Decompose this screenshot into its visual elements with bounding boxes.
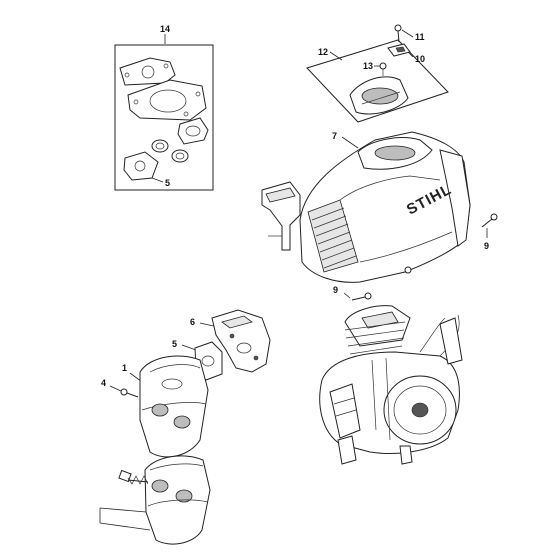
callout-9-mid[interactable]: 9 [333,285,338,295]
leader-4 [109,385,122,392]
shroud-right-flap [439,149,471,247]
seal-rings [151,139,189,163]
bolt-spring [118,469,149,485]
leader-5-kit [151,177,164,183]
callout-10[interactable]: 10 [415,54,425,64]
callout-5-kit[interactable]: 5 [165,178,170,188]
callout-4[interactable]: 4 [101,378,106,388]
engine-block [319,305,463,465]
callout-13[interactable]: 13 [363,61,373,71]
muffler-outlet [151,403,169,417]
screw-9-right [481,213,498,228]
callout-9-right[interactable]: 9 [484,241,489,251]
shroud-clip [261,181,301,251]
muffler [139,355,209,458]
leader-7 [341,136,359,149]
shroud-screw-hole [404,266,412,274]
callout-1[interactable]: 1 [122,363,127,373]
leader-10 [407,51,414,58]
callout-5[interactable]: 5 [172,339,177,349]
callout-7[interactable]: 7 [332,131,337,141]
shroud-group: 7 STIHL [299,131,471,283]
screw-11 [394,24,402,43]
leader-11 [401,29,414,38]
leader-9-mid [343,292,351,299]
shroud-grille [307,199,359,273]
leader-5 [181,344,197,351]
plate-outline [306,39,449,123]
gasket-small-flange [119,57,176,86]
gasket-kit-box [114,44,214,191]
leader-12 [329,51,343,61]
callout-14[interactable]: 14 [160,24,170,34]
screw-13 [379,62,387,76]
muffler-variant-leaders [99,507,151,531]
callout-12[interactable]: 12 [318,47,328,57]
gasket-exhaust [177,117,209,145]
spacer-10 [387,43,411,57]
gasket-small-square [123,151,159,181]
muffler-variant [144,455,211,545]
screw-4 [120,388,139,398]
callout-11[interactable]: 11 [415,32,425,42]
callout-6[interactable]: 6 [190,317,195,327]
heat-shield-group: 6 [190,309,271,373]
muffler-group: 1 [122,355,209,458]
top-plate-group: 12 13 11 10 [306,24,449,123]
screw-9-mid [351,292,372,301]
gasket-cylinder [127,79,207,121]
gasket-kit-group: 14 [114,24,214,191]
air-intake-cover [349,76,409,115]
